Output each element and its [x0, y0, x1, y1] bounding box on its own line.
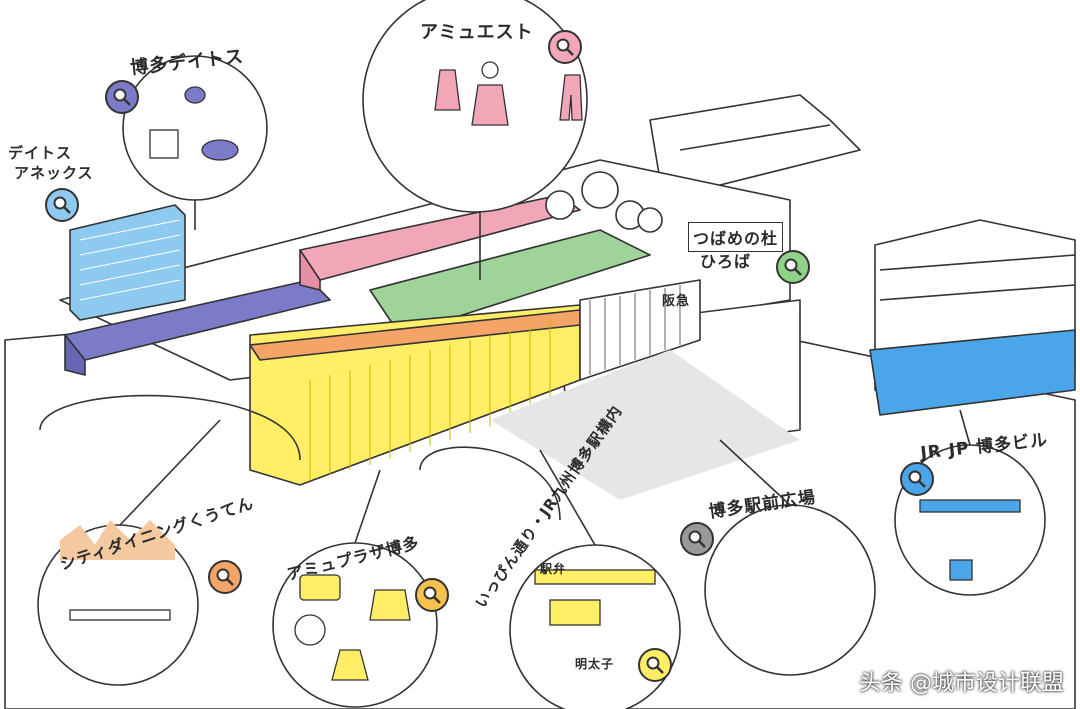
search-icon — [216, 568, 234, 586]
search-pin-ippin[interactable] — [638, 648, 672, 682]
deitos-annex-building — [69, 204, 186, 321]
search-icon — [53, 196, 71, 214]
ekimae-plaza — [490, 350, 800, 500]
label-ekiben: 駅弁 — [540, 562, 567, 576]
search-icon — [688, 530, 706, 548]
label-annex-line2: アネックス — [14, 164, 94, 182]
hankyu-facade — [579, 279, 701, 381]
search-pin-tsubame[interactable] — [776, 250, 810, 284]
search-pin-ekimae[interactable] — [680, 522, 714, 556]
search-pin-annex[interactable] — [45, 188, 79, 222]
search-icon — [113, 88, 131, 106]
search-pin-deitos[interactable] — [105, 80, 139, 114]
search-icon — [646, 656, 664, 674]
ekimae-callout — [704, 504, 876, 676]
label-annex-line1: デイトス — [8, 144, 73, 162]
watermark: 头条 @城市设计联盟 — [859, 671, 1064, 696]
search-icon — [556, 38, 574, 56]
label-hankyu: 阪急 — [662, 294, 691, 309]
label-amu-est: アミュエスト — [420, 22, 534, 43]
search-pin-amu-est[interactable] — [548, 30, 582, 64]
label-tsubame-line1: つばめの杜 — [688, 222, 784, 252]
search-pin-jrjp[interactable] — [900, 462, 934, 496]
search-pin-city-dining[interactable] — [208, 560, 242, 594]
search-icon — [423, 586, 441, 604]
label-tsubame-line2: ひろば — [700, 252, 752, 271]
search-icon — [908, 470, 926, 488]
city-dining-callout — [37, 524, 199, 686]
label-mentaiko: 明太子 — [575, 657, 615, 671]
search-pin-amu-plaza[interactable] — [415, 578, 449, 612]
tsubame-garden — [369, 229, 651, 336]
search-icon — [784, 258, 802, 276]
